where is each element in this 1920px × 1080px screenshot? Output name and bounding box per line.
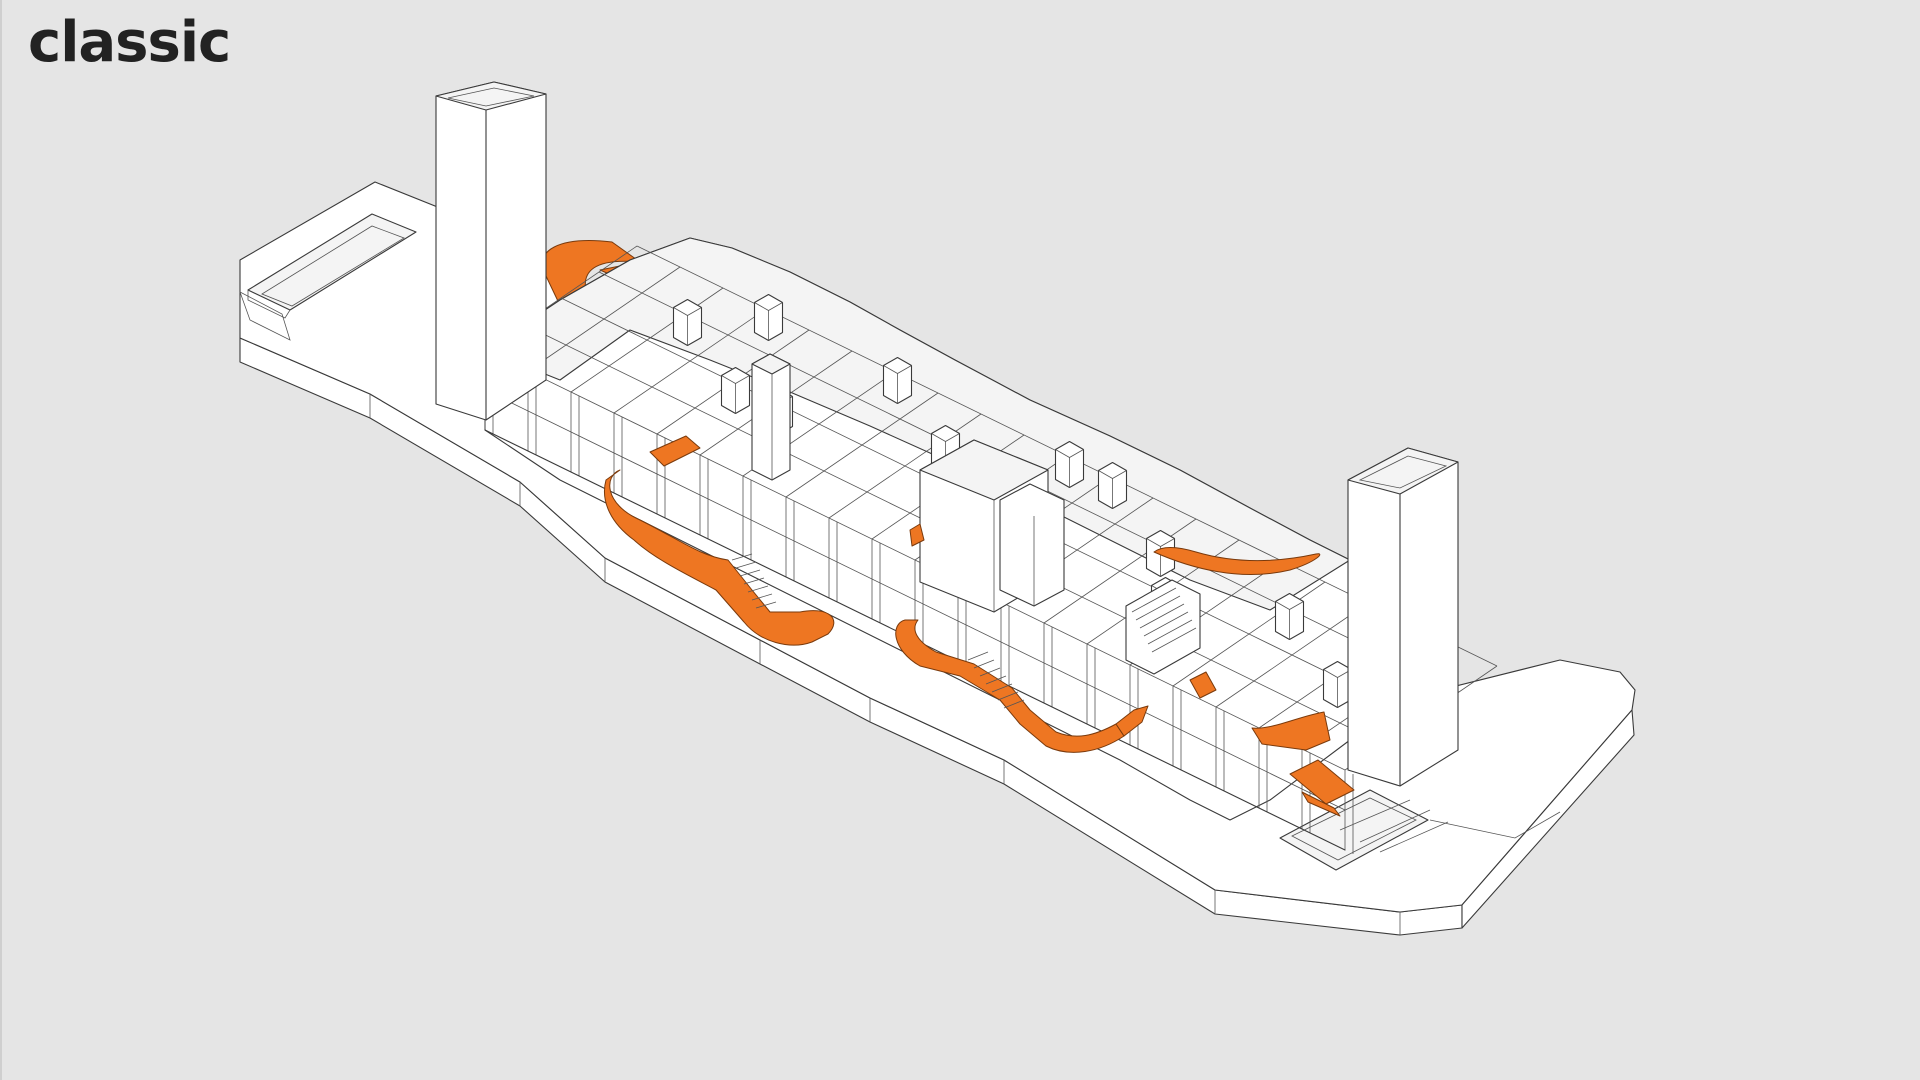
tall-block-left <box>751 353 791 481</box>
diagram-title: classic <box>28 10 231 75</box>
grid-beam <box>527 266 681 372</box>
central-hall-block <box>919 439 1065 613</box>
tower-right <box>1347 447 1459 787</box>
circulation-ribbon-middle <box>895 619 1149 753</box>
tower-left <box>435 81 547 421</box>
stair-treads-middle <box>967 651 1025 709</box>
circulation-ribbon-left <box>604 435 925 646</box>
grid-beam <box>785 392 939 498</box>
grid-beam <box>613 308 767 414</box>
grid-floor-line <box>484 389 1346 811</box>
grid-beam <box>1215 602 1369 708</box>
stair-treads-left <box>731 553 777 609</box>
circulation-ribbon-right <box>1153 547 1355 817</box>
stair-block <box>1125 579 1201 675</box>
left-frame-edge <box>0 0 2 1080</box>
